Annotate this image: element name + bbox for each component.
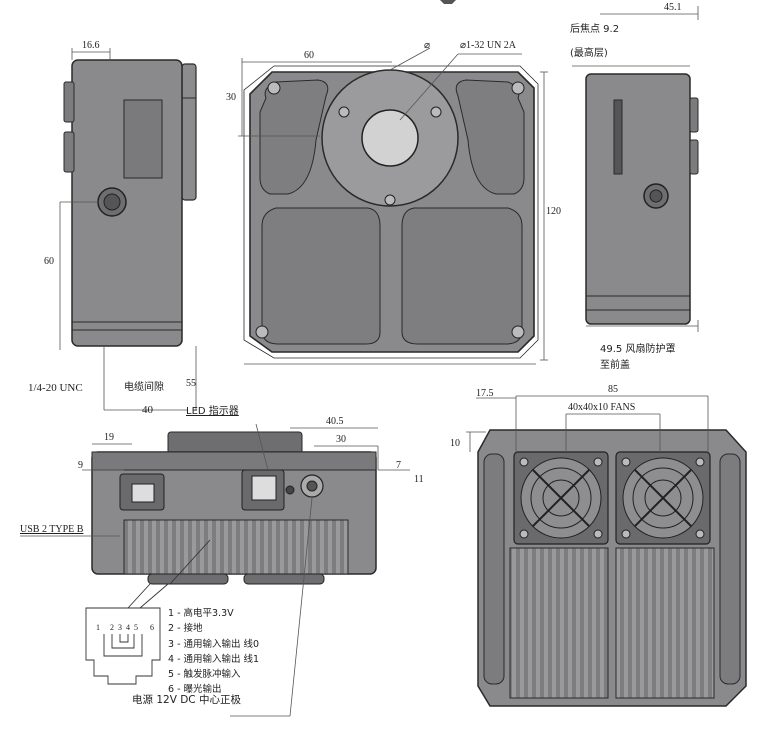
- dim-front-width: 60: [304, 50, 314, 61]
- dim-11: 11: [414, 474, 424, 485]
- pinout-line-4: 4 - 通用输入输出 线1: [168, 653, 260, 665]
- pin-number-3: 3: [118, 623, 122, 632]
- pin-number-1: 1: [96, 623, 100, 632]
- pinout-line-1: 1 - 高电平3.3V: [168, 608, 234, 619]
- usb-label: USB 2 TYPE B: [20, 524, 84, 535]
- dim-9: 9: [78, 460, 83, 471]
- pinout-line-2: 2 - 接地: [168, 623, 203, 635]
- dims-right-view: [572, 6, 699, 332]
- dim-front-height: 120: [546, 206, 561, 217]
- pin-number-2: 2: [110, 623, 114, 632]
- side-view-right: [585, 73, 699, 325]
- led-indicator-label: LED 指示器: [186, 406, 239, 417]
- dim-40-5: 40.5: [326, 416, 344, 427]
- dim-side-height: 60: [44, 256, 54, 267]
- back-focus-label: 后焦点 9.2: [570, 24, 620, 35]
- dims-back-view: [466, 395, 709, 452]
- dim-7: 7: [396, 460, 401, 471]
- power-label: 电源 12V DC 中心正极: [132, 694, 241, 706]
- cable-gap-value: 55: [186, 378, 196, 389]
- side-view-left: [63, 59, 197, 347]
- pinout-line-5: 5 - 触发脉冲输入: [168, 669, 241, 681]
- pinout-line-3: 3 - 通用输入输出 线0: [168, 638, 260, 650]
- pin-number-4: 4: [126, 623, 130, 632]
- front-view: [243, 65, 539, 359]
- pinout-legend: 1 - 高电平3.3V 2 - 接地 3 - 通用输入输出 线0 4 - 通用输…: [168, 606, 259, 698]
- connector-view: [91, 431, 377, 585]
- dims-left-view: [59, 48, 197, 411]
- dim-front-offset: 30: [226, 92, 236, 103]
- dim-back-depth: 10: [450, 438, 460, 449]
- tripod-mount-label: 1/4-20 UNC: [28, 382, 83, 394]
- fans-label: 40x40x10 FANS: [568, 402, 636, 413]
- fan-guard-label: 49.5 风扇防护罩: [600, 344, 676, 355]
- dims-front-view: [238, 47, 548, 365]
- back-view: [477, 429, 747, 707]
- cropped-part: [440, 0, 456, 4]
- pin-number-5: 5: [134, 623, 138, 632]
- pin-number-6: 6: [150, 623, 154, 632]
- diameter-symbol: ⌀: [424, 40, 431, 51]
- dim-back-width: 85: [608, 384, 618, 395]
- pin-connector-diagram: [85, 539, 211, 685]
- dim-right-width: 45.1: [664, 2, 682, 13]
- cable-gap-depth: 40: [142, 404, 153, 416]
- cable-gap-label: 电缆间隙: [124, 382, 164, 393]
- dim-19: 19: [104, 432, 114, 443]
- dim-30: 30: [336, 434, 346, 445]
- dim-back-offset: 17.5: [476, 388, 494, 399]
- dims-connector-view: [20, 423, 410, 717]
- lens-thread-label: ⌀1-32 UN 2A: [460, 40, 517, 51]
- dim-16-6: 16.6: [82, 40, 100, 51]
- fan-guard-label-2: 至前盖: [600, 360, 630, 371]
- back-focus-note: (最高层): [570, 48, 608, 59]
- pinout-line-6: 6 - 曝光输出: [168, 684, 222, 696]
